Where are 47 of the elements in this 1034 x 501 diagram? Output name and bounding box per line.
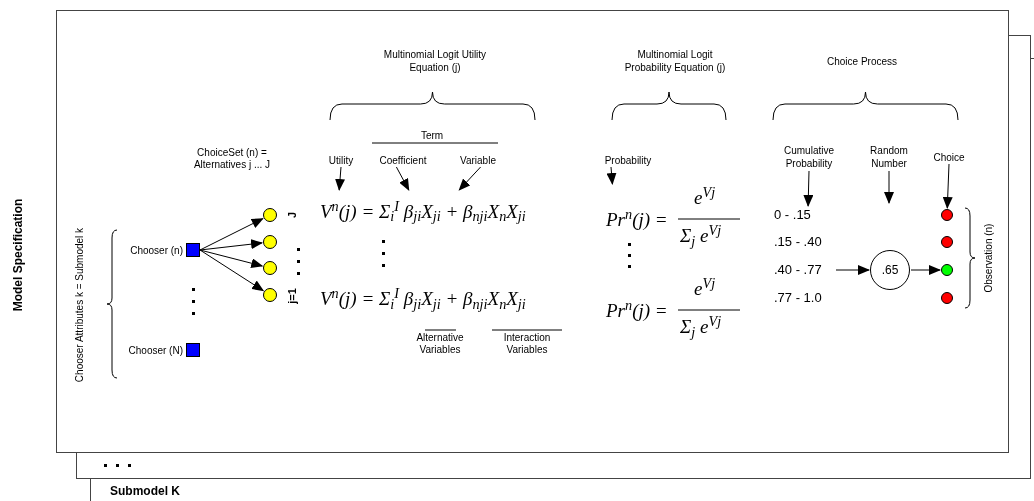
panel-title: Submodel K (110, 483, 181, 500)
attributes-label: Chooser Attributes k = Submodel k (74, 226, 86, 385)
arrow (458, 166, 482, 191)
utility-equation: V$^{n}$(j) = Σ$_{i}$$^{I}$ β$_{ji}$X$_{ji}$ + β$_{nji}$X$_{n}$X$_{ji}$ (320, 285, 526, 314)
arrow (884, 170, 894, 204)
equation-numerator: e$^{Vj}$ (694, 275, 716, 301)
equation-numerator: e$^{Vj}$ (694, 184, 716, 210)
observation-label: Observation (n) (981, 222, 995, 295)
column-heading: Variable (452, 153, 504, 167)
variables-label: Interaction Variables (502, 332, 552, 356)
column-heading: Cumulative Probability (770, 143, 848, 171)
arrow (606, 166, 617, 185)
probability-range: .15 - .40 (774, 233, 836, 251)
chooser-label: Chooser (N) (128, 343, 183, 358)
column-heading: Utility (320, 153, 362, 167)
arrow (942, 163, 953, 209)
column-heading: Probability (594, 153, 662, 167)
section-heading: Choice Process (826, 55, 898, 68)
arrow (803, 170, 814, 207)
utility-equation: V$^{n}$(j) = Σ$_{i}$$^{I}$ β$_{ji}$X$_{ji}$ + β$_{nji}$X$_{n}$X$_{ji}$ (320, 190, 560, 234)
column-heading: Random Number (854, 143, 924, 171)
term-label: Term (419, 129, 445, 143)
side-title: Model Specification (10, 197, 26, 314)
arrow (910, 265, 941, 275)
arrow (395, 166, 410, 191)
equation-lhs: Pr$^{n}$(j) = (606, 206, 668, 232)
arrow (199, 218, 264, 251)
arrow (199, 239, 264, 251)
index-label: J (284, 211, 299, 219)
column-heading: Choice (930, 150, 968, 164)
equation-denominator: Σ$_{j}$ e$^{Vj}$ (680, 222, 722, 251)
equation-denominator: Σ$_{j}$ e$^{Vj}$ (680, 313, 722, 342)
chooser-label: Chooser (n) (130, 243, 183, 258)
arrow (199, 249, 264, 269)
probability-range: 0 - .15 (774, 206, 836, 224)
section-heading: Multinomial Logit Utility Equation (j) (382, 48, 488, 74)
column-heading: Coefficient (370, 153, 436, 167)
arrow (335, 166, 346, 191)
equation-lhs: Pr$^{n}$(j) = (606, 297, 668, 323)
arrow (199, 249, 265, 292)
probability-range: .40 - .77 (774, 261, 836, 279)
choice-set-label: ChoiceSet (n) = Alternatives j ... J (192, 147, 272, 171)
variables-label: Alternative Variables (415, 332, 465, 356)
arrow (835, 265, 870, 275)
probability-range: .77 - 1.0 (774, 289, 836, 307)
section-heading: Multinomial Logit Probability Equation (j) (623, 48, 727, 74)
index-label: j=1 (284, 288, 299, 304)
